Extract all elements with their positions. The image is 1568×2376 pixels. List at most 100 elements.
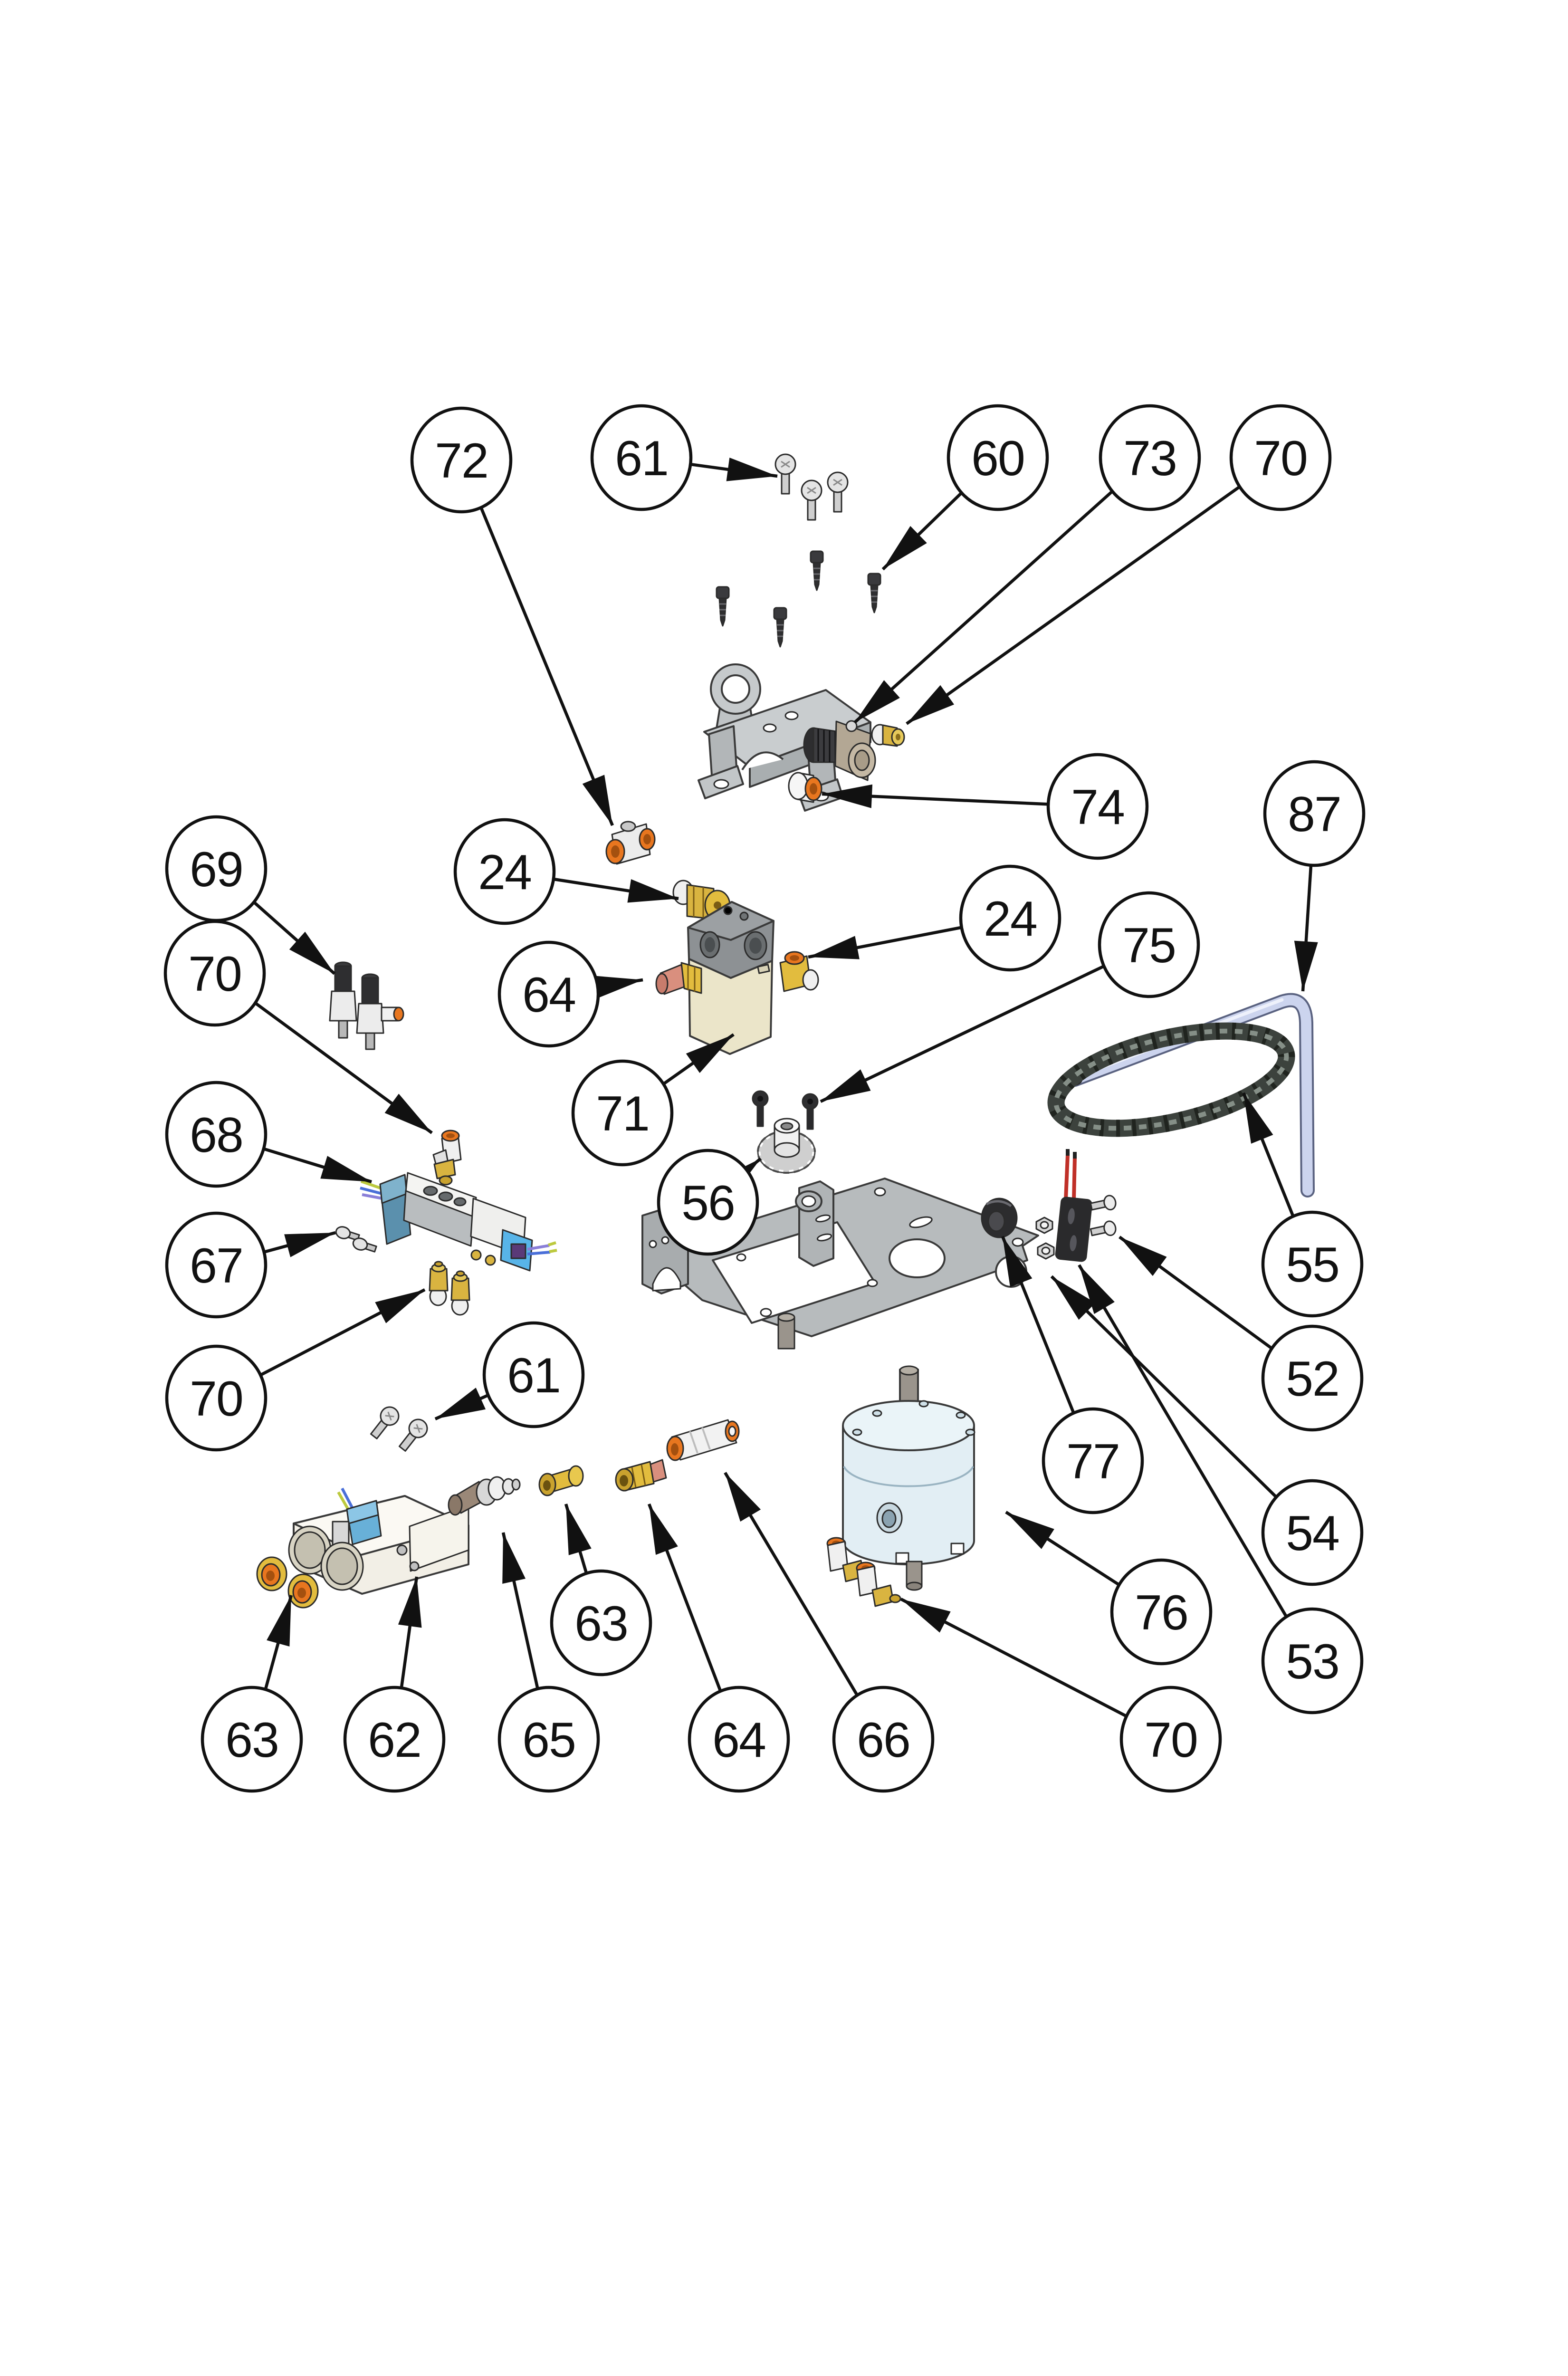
balloon-circle bbox=[343, 1686, 446, 1793]
balloon-72: 72 bbox=[410, 406, 513, 514]
leader-arrowhead-70 bbox=[384, 1093, 432, 1133]
leader-arrowhead-70 bbox=[375, 1290, 425, 1323]
balloon-circle bbox=[410, 406, 513, 514]
balloon-circle bbox=[453, 818, 556, 925]
balloon-circle bbox=[1099, 404, 1201, 511]
pan-screws-61-lower bbox=[370, 1406, 428, 1452]
balloon-52: 52 bbox=[1261, 1324, 1364, 1432]
leader-arrowhead-73 bbox=[855, 680, 900, 722]
balloon-number: 53 bbox=[1286, 1634, 1339, 1689]
socket-screws-75 bbox=[752, 1090, 819, 1130]
balloon-number: 66 bbox=[857, 1713, 910, 1768]
balloon-24: 24 bbox=[453, 818, 556, 925]
leader-arrowhead-63 bbox=[267, 1595, 291, 1647]
balloon-circle bbox=[482, 1321, 585, 1428]
balloon-circle bbox=[165, 1211, 268, 1319]
balloon-70: 70 bbox=[163, 920, 266, 1027]
balloon-70: 70 bbox=[1229, 404, 1332, 511]
balloon-number: 64 bbox=[712, 1713, 765, 1768]
balloon-66: 66 bbox=[832, 1686, 935, 1793]
balloon-circle bbox=[497, 1686, 600, 1793]
balloon-circle bbox=[590, 404, 693, 511]
leader-arrowhead-65 bbox=[502, 1533, 526, 1584]
leader-line-73 bbox=[853, 490, 1114, 724]
leader-arrowhead-61 bbox=[726, 458, 777, 481]
balloon-69: 69 bbox=[165, 815, 268, 922]
balloon-number: 70 bbox=[188, 947, 241, 1002]
elbows-70-bottom bbox=[826, 1537, 901, 1607]
leader-arrowhead-74 bbox=[822, 784, 873, 808]
fitting-64-lower bbox=[615, 1459, 667, 1492]
balloon-circle bbox=[1261, 1607, 1364, 1715]
balloon-number: 76 bbox=[1135, 1585, 1188, 1640]
flow-controls-69 bbox=[329, 961, 404, 1050]
parts-layer bbox=[256, 453, 1315, 1609]
rotary-actuator-76 bbox=[842, 1365, 975, 1591]
leader-arrowhead-70 bbox=[907, 685, 955, 724]
muffler-65 bbox=[448, 1476, 521, 1516]
leader-arrowhead-53 bbox=[1079, 1265, 1115, 1314]
leader-arrowhead-67 bbox=[284, 1233, 335, 1257]
balloon-76: 76 bbox=[1110, 1558, 1213, 1666]
balloon-73: 73 bbox=[1099, 404, 1201, 511]
balloon-number: 63 bbox=[225, 1713, 278, 1768]
leader-arrowhead-66 bbox=[725, 1473, 761, 1522]
roller-chain-55 bbox=[1047, 1022, 1295, 1137]
balloon-77: 77 bbox=[1042, 1407, 1144, 1514]
leader-arrowhead-77 bbox=[1003, 1236, 1033, 1287]
fitting-72-elbow bbox=[605, 821, 656, 865]
balloon-68: 68 bbox=[165, 1081, 268, 1188]
balloon-circle bbox=[1098, 891, 1200, 998]
balloon-number: 24 bbox=[478, 845, 531, 900]
balloon-circle bbox=[1263, 760, 1366, 867]
balloon-60: 60 bbox=[947, 404, 1049, 511]
balloon-number: 70 bbox=[1144, 1713, 1197, 1768]
balloon-number: 68 bbox=[190, 1108, 243, 1163]
leader-arrowhead-72 bbox=[582, 775, 612, 825]
balloon-circle bbox=[1261, 1210, 1364, 1318]
hex-nuts-54 bbox=[1035, 1217, 1055, 1260]
balloon-number: 72 bbox=[435, 433, 488, 489]
balloon-24: 24 bbox=[959, 864, 1061, 972]
balloon-number: 63 bbox=[574, 1596, 628, 1651]
sensor-screws-52 bbox=[1090, 1195, 1117, 1236]
balloon-number: 75 bbox=[1122, 918, 1176, 973]
leader-arrowhead-63 bbox=[566, 1504, 592, 1555]
balloon-circle bbox=[688, 1686, 790, 1793]
leader-arrowhead-70 bbox=[901, 1599, 951, 1633]
leader-arrowhead-76 bbox=[1006, 1512, 1054, 1549]
sprocket-56 bbox=[753, 1118, 820, 1178]
leader-line-75 bbox=[820, 965, 1105, 1103]
leader-arrowhead-54 bbox=[1052, 1276, 1096, 1320]
balloon-circle bbox=[1119, 1686, 1222, 1793]
balloon-circle bbox=[1229, 404, 1332, 511]
balloon-number: 60 bbox=[971, 431, 1024, 486]
balloon-63: 63 bbox=[550, 1569, 652, 1677]
balloon-61: 61 bbox=[590, 404, 693, 511]
balloon-circle bbox=[571, 1059, 674, 1167]
balloon-number: 61 bbox=[615, 431, 668, 486]
fittings-63-pair bbox=[256, 1556, 319, 1609]
balloon-54: 54 bbox=[1261, 1479, 1364, 1586]
union-66 bbox=[666, 1419, 740, 1461]
balloon-65: 65 bbox=[497, 1686, 600, 1793]
balloon-74: 74 bbox=[1046, 753, 1149, 860]
manifold-62 bbox=[288, 1487, 469, 1595]
balloon-circle bbox=[657, 1149, 759, 1256]
balloon-number: 55 bbox=[1286, 1237, 1339, 1293]
balloon-63: 63 bbox=[201, 1686, 303, 1793]
leader-line-53 bbox=[1078, 1264, 1288, 1618]
leader-arrowhead-55 bbox=[1243, 1093, 1273, 1144]
balloon-71: 71 bbox=[571, 1059, 674, 1167]
balloon-number: 70 bbox=[190, 1371, 243, 1427]
leader-arrowhead-87 bbox=[1294, 940, 1318, 991]
balloon-circle bbox=[1261, 1479, 1364, 1586]
balloon-55: 55 bbox=[1261, 1210, 1364, 1318]
balloon-circle bbox=[947, 404, 1049, 511]
balloon-87: 87 bbox=[1263, 760, 1366, 867]
leader-arrowhead-61 bbox=[435, 1388, 486, 1419]
balloon-56: 56 bbox=[657, 1149, 759, 1256]
leader-arrowhead-24 bbox=[627, 879, 679, 903]
balloon-number: 62 bbox=[368, 1713, 421, 1768]
leader-line-72 bbox=[479, 507, 614, 826]
